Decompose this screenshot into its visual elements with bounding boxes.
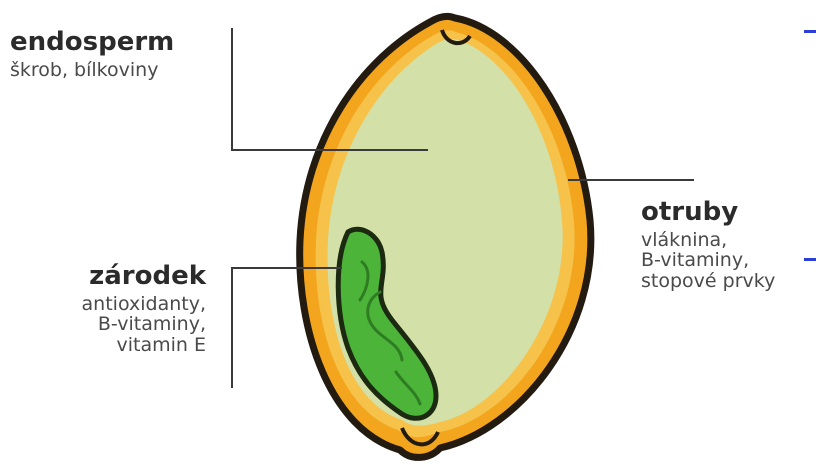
otruby-title: otruby [641,198,775,227]
endosperm-title: endosperm [10,28,174,57]
edge-marker-top [804,30,816,33]
zarodek-description: antioxidanty, B-vitaminy, vitamin E [36,294,206,357]
edge-marker-bottom [804,258,816,261]
zarodek-desc-line: B-vitaminy, [36,314,206,335]
label-zarodek: zárodek antioxidanty, B-vitaminy, vitami… [36,262,206,356]
label-endosperm: endosperm škrob, bílkoviny [10,28,174,80]
otruby-desc-line: vláknina, [641,230,775,251]
otruby-desc-line: stopové prvky [641,271,775,292]
otruby-desc-line: B-vitaminy, [641,250,775,271]
endosperm-description: škrob, bílkoviny [10,60,174,81]
endosperm-desc-line: škrob, bílkoviny [10,60,174,81]
zarodek-desc-line: vitamin E [36,335,206,356]
otruby-description: vláknina, B-vitaminy, stopové prvky [641,230,775,293]
zarodek-desc-line: antioxidanty, [36,294,206,315]
label-otruby: otruby vláknina, B-vitaminy, stopové prv… [641,198,775,292]
zarodek-title: zárodek [36,262,206,291]
